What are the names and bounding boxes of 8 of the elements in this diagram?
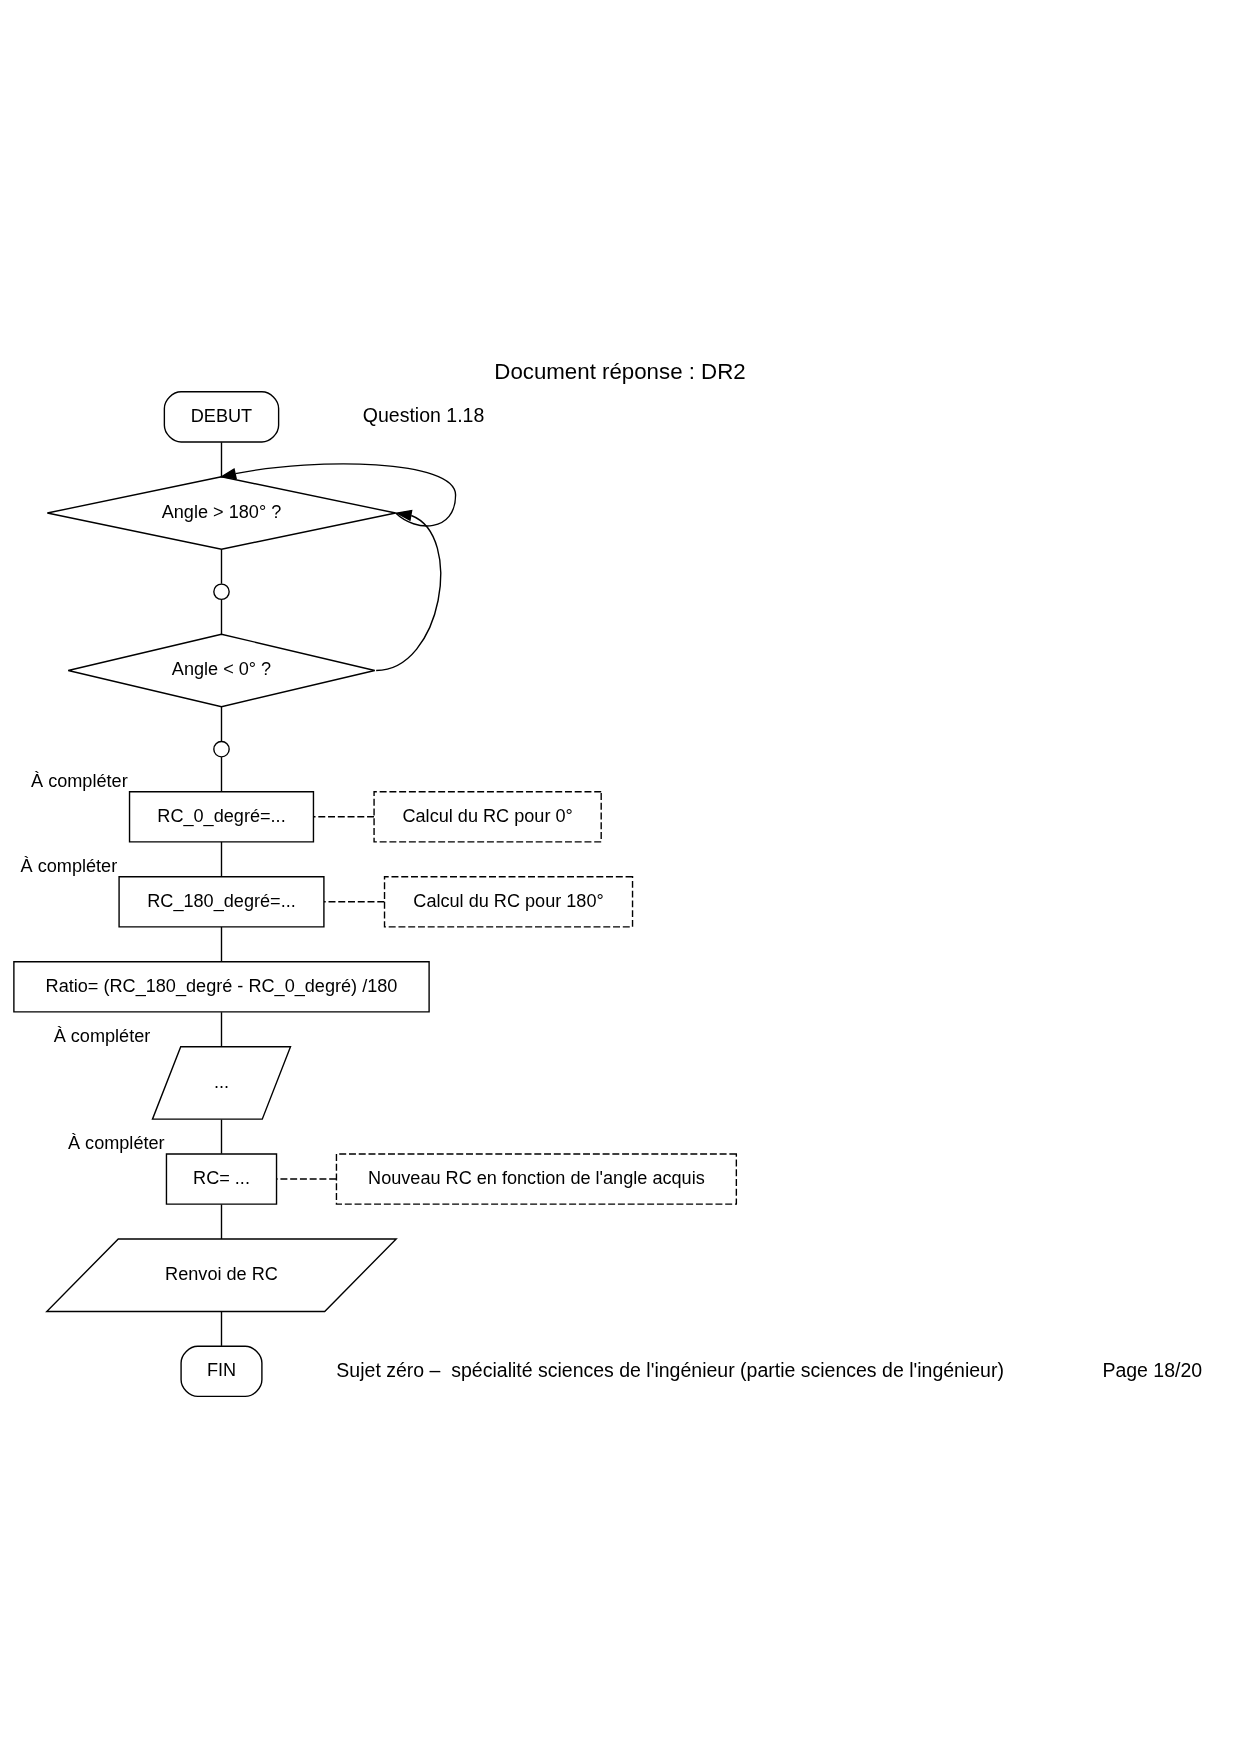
node-label: À compléter [20, 855, 118, 876]
label: Page 18/20 [1102, 1358, 1203, 1381]
diagram-title: Document réponse : DR2 [494, 358, 746, 384]
label: Question 1.18 [362, 404, 485, 427]
node-label: À compléter [67, 1132, 165, 1153]
label: Sujet zéro – spécialité sciences de l'ingénieur (partie sciences de l'ingénieur) [336, 1358, 1004, 1381]
node-label: À compléter [31, 770, 128, 791]
node-label: À compléter [53, 1025, 151, 1046]
